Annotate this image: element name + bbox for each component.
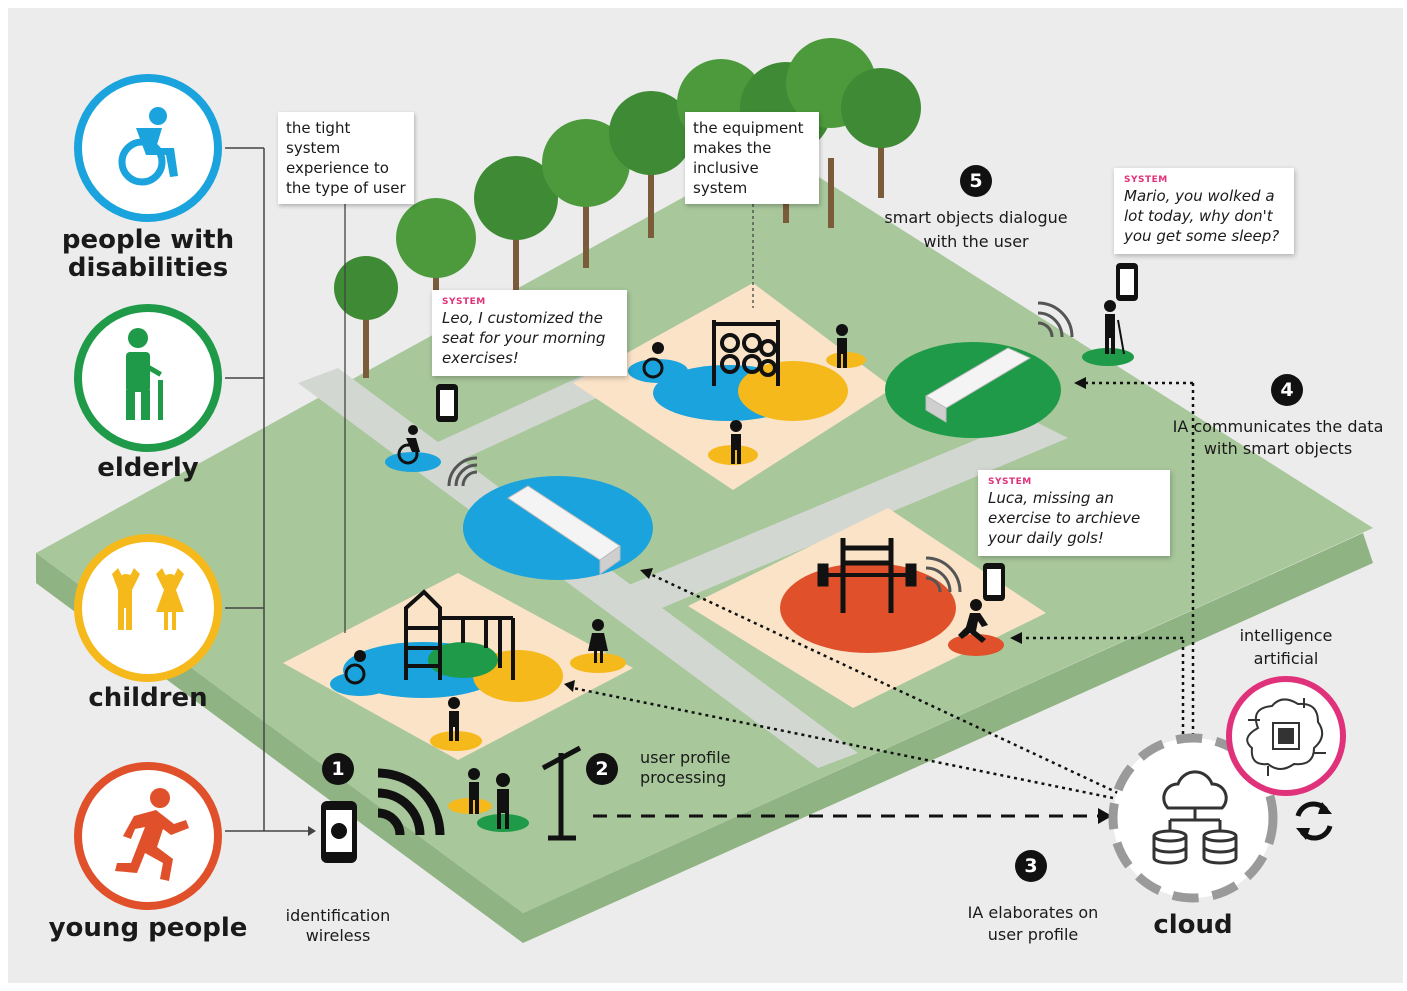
cloud-database-icon bbox=[1152, 770, 1238, 865]
arrow-to-phone bbox=[308, 826, 316, 836]
step-3-badge: 3 bbox=[1015, 850, 1047, 882]
system-message-leo: SYSTEM Leo, I customized the seat for yo… bbox=[432, 290, 627, 376]
system-message-mario: SYSTEM Mario, you wolked a lot today, wh… bbox=[1114, 168, 1294, 254]
system-message-text: Mario, you wolked a lot today, why don't… bbox=[1124, 187, 1280, 245]
step-2-badge: 2 bbox=[586, 753, 618, 785]
category-label-disabilities: people with disabilities bbox=[61, 225, 235, 283]
system-message-luca: SYSTEM Luca, missing an exercise to arch… bbox=[978, 470, 1170, 556]
playground-structure bbox=[404, 589, 515, 680]
ai-chip-brain-icon bbox=[1246, 698, 1326, 776]
step-1-label: identification wireless bbox=[285, 906, 391, 945]
tree-row bbox=[334, 38, 921, 378]
system-message-text: Luca, missing an exercise to archieve yo… bbox=[988, 489, 1141, 547]
system-tag: SYSTEM bbox=[1124, 175, 1168, 185]
elderly-person-icon bbox=[126, 328, 163, 420]
park-scene bbox=[36, 38, 1373, 943]
step-5-badge: 5 bbox=[960, 165, 992, 197]
small-phone-icons bbox=[436, 263, 1138, 601]
cloud-label: cloud bbox=[1153, 910, 1233, 940]
cloud-data-arrows bbox=[572, 381, 1195, 800]
system-tag: SYSTEM bbox=[442, 297, 486, 307]
step-1-badge: 1 bbox=[322, 753, 354, 785]
phone-icon bbox=[321, 801, 357, 863]
smart-bench-blue bbox=[507, 485, 621, 575]
step-2-label: user profile processing bbox=[640, 748, 731, 787]
category-label-young-people: young people bbox=[48, 913, 248, 943]
wifi-signal-icon bbox=[377, 768, 445, 836]
category-circles bbox=[74, 74, 222, 910]
pullup-bar bbox=[817, 538, 917, 613]
diagram-canvas: people with disabilities elderly childre… bbox=[8, 8, 1403, 983]
park-path bbox=[598, 418, 1068, 618]
step-4-label: IA communicates the data with smart obje… bbox=[1172, 417, 1384, 458]
system-message-text: Leo, I customized the seat for your morn… bbox=[442, 309, 606, 367]
category-label-children: children bbox=[88, 683, 208, 713]
entrance-gate bbox=[541, 745, 582, 841]
running-person-icon bbox=[115, 788, 189, 881]
park-ground-side bbox=[36, 533, 1373, 943]
ai-label: intelligence artificial bbox=[1239, 626, 1333, 668]
wheelchair-icon bbox=[118, 107, 178, 186]
children-icon bbox=[112, 568, 184, 630]
park-ground bbox=[36, 148, 1373, 913]
smart-bench-green bbox=[925, 347, 1032, 423]
children-circle bbox=[74, 534, 222, 682]
category-connector-lines bbox=[225, 147, 308, 832]
scene-figures bbox=[344, 300, 1125, 829]
system-tag: SYSTEM bbox=[988, 477, 1032, 487]
climbing-frame bbox=[712, 320, 780, 386]
callout-tight-system: the tight system experience to the type … bbox=[278, 112, 414, 204]
callout-equipment: the equipment makes the inclusive system bbox=[685, 112, 819, 204]
category-label-elderly: elderly bbox=[97, 453, 199, 483]
step-3-label: IA elaborates on user profile bbox=[967, 903, 1099, 944]
step-5-label: smart objects dialogue with the user bbox=[884, 208, 1068, 251]
step-4-badge: 4 bbox=[1271, 374, 1303, 406]
